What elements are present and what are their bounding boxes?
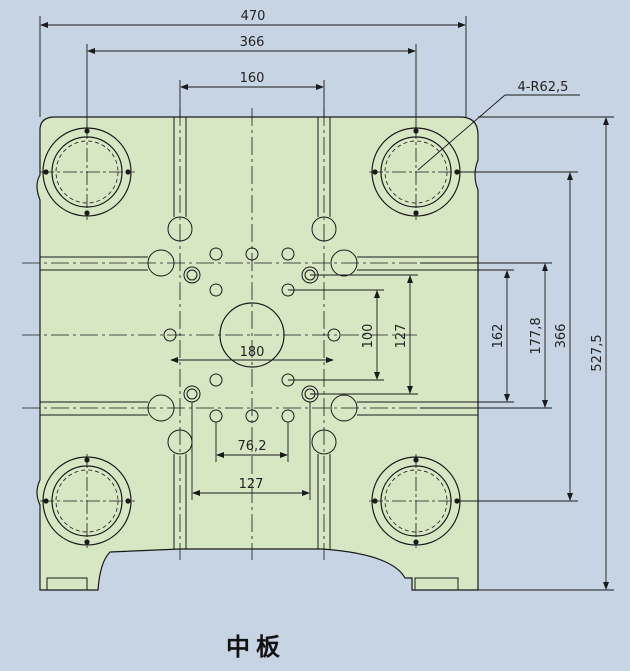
plate-centerlines [22, 108, 420, 560]
dim-row-spacing-162: 162 [491, 324, 506, 349]
dim-center-180: 180 [240, 345, 265, 360]
dim-inner-127-h: 127 [239, 477, 264, 492]
dim-overall-width: 470 [241, 9, 266, 24]
dim-inner-100: 100 [361, 324, 376, 349]
left-foot-notch [46, 577, 88, 591]
dim-tie-bar-spacing-h: 366 [240, 35, 265, 50]
dimension-lines [39, 16, 614, 591]
dim-overall-height: 527,5 [590, 334, 605, 371]
dim-row-spacing-177: 177,8 [529, 317, 544, 354]
dim-inner-76: 76,2 [238, 439, 267, 454]
right-foot-notch [414, 577, 459, 591]
dim-top-slot-spacing: 160 [240, 71, 265, 86]
dim-tie-bar-spacing-v: 366 [554, 324, 569, 349]
dim-inner-127-v: 127 [394, 324, 409, 349]
dim-tie-bar-radius: 4-R62,5 [518, 80, 569, 95]
tie-bar-centerlines [40, 125, 464, 548]
drawing-title: 中板 [226, 633, 286, 661]
